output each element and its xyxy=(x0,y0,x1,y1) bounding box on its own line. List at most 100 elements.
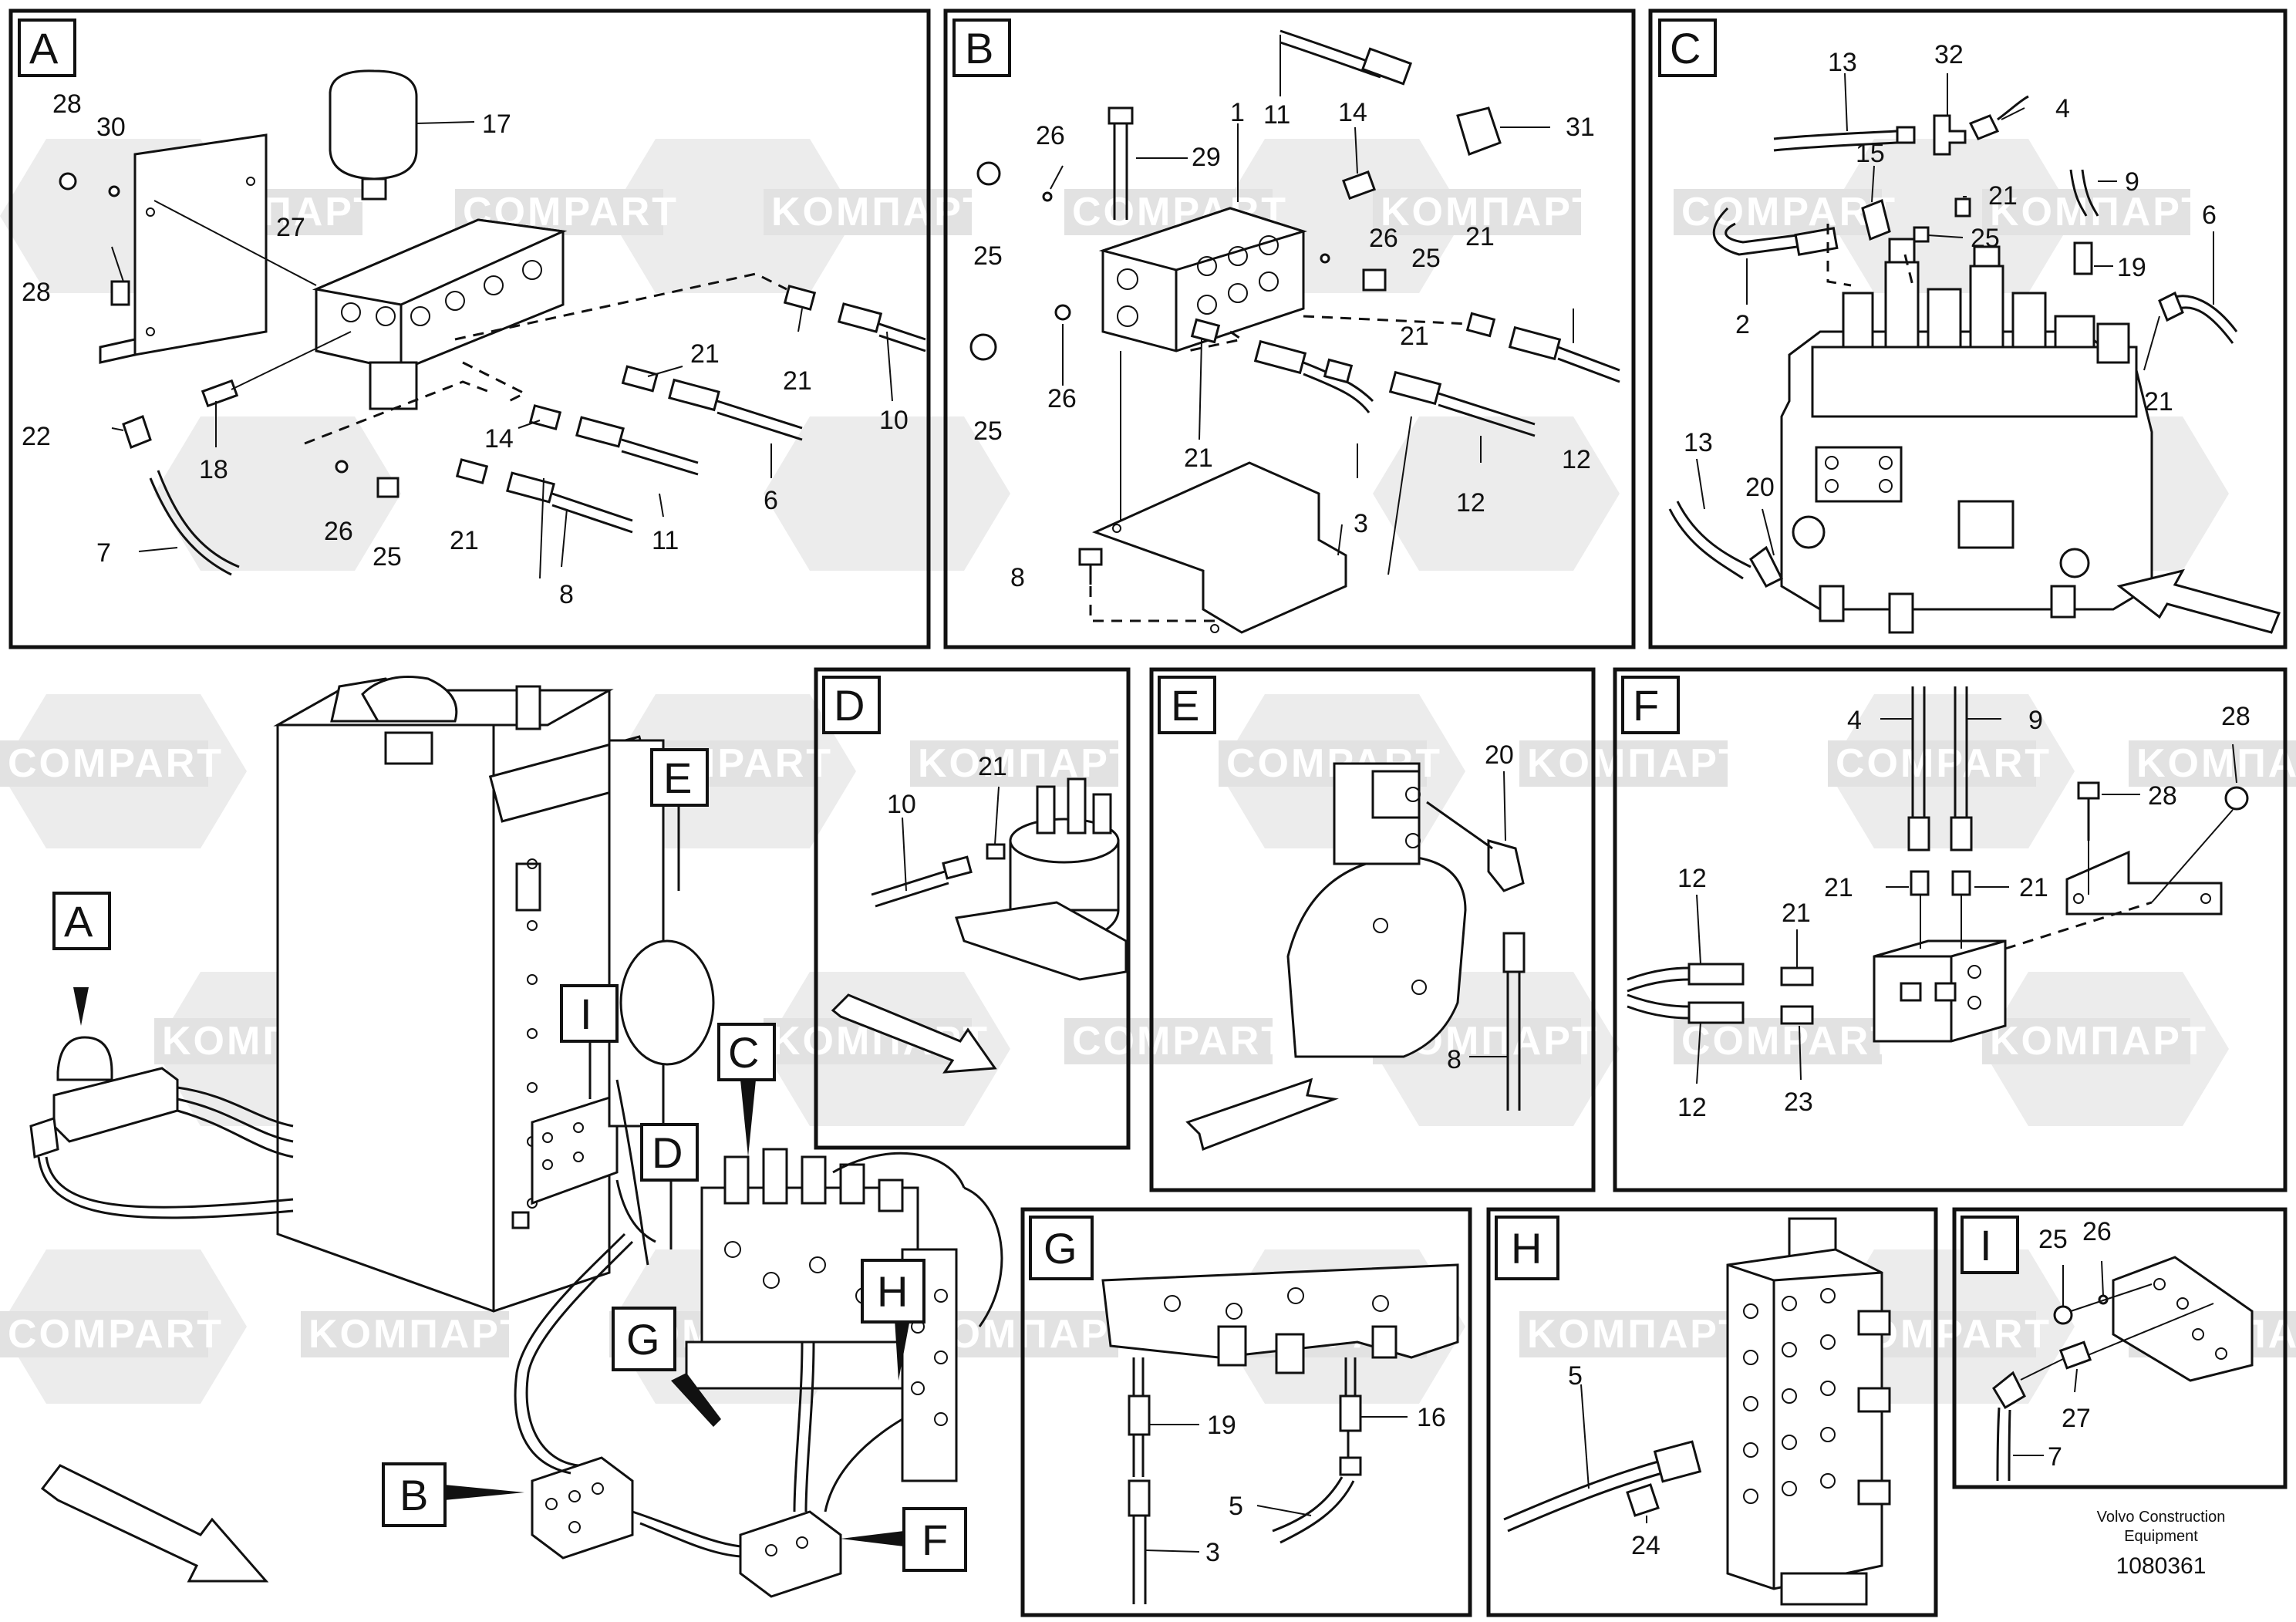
panel-e: E 20 8 xyxy=(1149,667,1596,1192)
panel-h-frame xyxy=(1486,1207,1938,1617)
svg-text:KOMПАРТ: KOMПАРТ xyxy=(1527,1312,1745,1357)
callout-a-21-right: 21 xyxy=(783,366,812,396)
panel-c: C xyxy=(1648,8,2288,649)
callout-b-12-right: 12 xyxy=(1562,445,1591,474)
callout-b-29: 29 xyxy=(1192,143,1221,172)
panel-b: B xyxy=(943,8,1636,649)
svg-text:KOMПАРТ: KOMПАРТ xyxy=(1990,1019,2208,1064)
svg-text:KOMПАРТ: KOMПАРТ xyxy=(1527,741,1745,786)
callout-f-21-right: 21 xyxy=(2019,873,2048,902)
callout-i-27: 27 xyxy=(2062,1404,2091,1433)
panel-g-frame xyxy=(1020,1207,1472,1617)
callout-a-7: 7 xyxy=(96,538,111,568)
footer-company-line1: Volvo Construction xyxy=(2097,1509,2226,1526)
overview-tag-i: I xyxy=(580,990,592,1038)
panel-a-tag: A xyxy=(29,24,59,73)
callout-b-25-left: 25 xyxy=(973,241,1003,271)
overview-tag-c-box xyxy=(717,1023,776,1081)
panel-b-tag-box xyxy=(952,19,1011,77)
callout-i-7: 7 xyxy=(2048,1442,2062,1472)
svg-text:COMPART: COMPART xyxy=(1681,190,1897,234)
callout-b-25-low: 25 xyxy=(973,416,1003,446)
callout-h-24: 24 xyxy=(1631,1531,1660,1560)
panel-c-frame xyxy=(1648,8,2288,649)
panel-f-tag-box xyxy=(1621,676,1680,734)
panel-d-parts: 21 10 xyxy=(831,752,1128,1074)
direction-arrow-overview xyxy=(40,1464,269,1583)
svg-text:COMPART: COMPART xyxy=(1072,1019,1288,1064)
callout-a-25: 25 xyxy=(373,542,402,572)
overview-tag-g-box xyxy=(612,1307,676,1371)
callout-c-13-low: 13 xyxy=(1684,428,1713,457)
callout-a-28-side: 28 xyxy=(22,278,51,307)
panel-a-frame xyxy=(8,8,931,649)
panel-a: A xyxy=(8,8,931,649)
panel-b-parts xyxy=(969,29,1620,634)
panel-h-tag-box xyxy=(1495,1216,1559,1280)
callout-f-21-fitting: 21 xyxy=(1782,899,1811,928)
callout-b-14: 14 xyxy=(1338,98,1367,127)
callout-f-12-low: 12 xyxy=(1677,1093,1707,1122)
callout-b-21-mid: 21 xyxy=(1400,322,1429,351)
svg-text:COMPART: COMPART xyxy=(1836,741,2052,786)
callout-c-20: 20 xyxy=(1745,473,1775,502)
callout-a-27: 27 xyxy=(276,213,305,242)
svg-text:KOMПАРТ: KOMПАРТ xyxy=(1990,190,2208,234)
callout-a-22: 22 xyxy=(22,422,51,451)
callout-a-14: 14 xyxy=(484,424,514,454)
panel-d-frame xyxy=(814,667,1131,1150)
callout-a-17: 17 xyxy=(482,110,511,139)
callout-b-3: 3 xyxy=(1354,509,1368,538)
footer-part-number: 1080361 xyxy=(2116,1553,2207,1579)
callout-b-31: 31 xyxy=(1566,113,1595,142)
callout-a-18: 18 xyxy=(199,455,228,484)
overview-tag-g: G xyxy=(626,1315,660,1364)
callout-c-9: 9 xyxy=(2125,167,2139,197)
callout-c-21-top: 21 xyxy=(1988,181,2018,211)
overview-tag-b-box xyxy=(382,1462,447,1527)
callout-a-11: 11 xyxy=(652,526,679,555)
svg-text:KOMПАРТ: KOMПАРТ xyxy=(918,741,1136,786)
overview-tag-f: F xyxy=(922,1516,948,1564)
panel-i-tag: I xyxy=(1980,1221,1992,1270)
callout-g-16: 16 xyxy=(1417,1403,1446,1432)
panel-h: H 5 24 xyxy=(1486,1207,1938,1617)
callout-b-21-low: 21 xyxy=(1184,443,1213,473)
panel-b-tag: B xyxy=(965,24,993,73)
panel-c-callouts: 13 32 4 15 21 9 25 6 19 2 21 13 20 xyxy=(1684,40,2217,556)
panel-c-tag: C xyxy=(1670,24,1701,73)
overview-tag-c: C xyxy=(728,1028,759,1077)
overview-callouts: E A I C D G H B F xyxy=(52,748,967,1572)
panel-i-frame xyxy=(1952,1207,2288,1489)
panel-f-frame xyxy=(1613,667,2288,1192)
overview-tag-i-box xyxy=(560,984,619,1043)
callout-a-21-low: 21 xyxy=(450,526,479,555)
panel-a-tag-box xyxy=(18,19,76,77)
callout-b-21-upper: 21 xyxy=(1465,222,1495,251)
overview-tag-d-box xyxy=(640,1123,699,1182)
callout-c-15: 15 xyxy=(1856,139,1885,168)
overview-tag-h: H xyxy=(877,1267,908,1316)
callout-f-21-left: 21 xyxy=(1824,873,1853,902)
callout-a-26: 26 xyxy=(324,517,353,546)
callout-f-23: 23 xyxy=(1784,1088,1813,1117)
overview-tag-h-box xyxy=(861,1259,925,1324)
overview-tag-f-box xyxy=(902,1507,967,1572)
panel-d: D 21 10 xyxy=(814,667,1131,1150)
callout-e-8: 8 xyxy=(1447,1045,1462,1074)
callout-c-32: 32 xyxy=(1934,40,1964,69)
svg-text:KOMПАРТ: KOMПАРТ xyxy=(2136,741,2296,786)
panel-f-parts: 4 9 28 28 21 21 12 21 12 23 xyxy=(1627,686,2250,1122)
callout-a-28-top: 28 xyxy=(52,89,82,119)
panel-h-parts: 5 24 xyxy=(1503,1217,1891,1606)
callout-f-28-mid: 28 xyxy=(2148,781,2177,811)
callout-g-5: 5 xyxy=(1229,1492,1243,1521)
panel-f-tag: F xyxy=(1633,681,1659,730)
direction-arrow-d xyxy=(831,993,997,1074)
callout-f-9: 9 xyxy=(2028,706,2043,735)
callout-b-26-top: 26 xyxy=(1036,121,1065,150)
direction-arrow-c xyxy=(2116,568,2281,634)
callout-c-13-top: 13 xyxy=(1828,48,1857,77)
callout-b-1: 1 xyxy=(1230,98,1245,127)
callout-c-25: 25 xyxy=(1971,224,2000,253)
